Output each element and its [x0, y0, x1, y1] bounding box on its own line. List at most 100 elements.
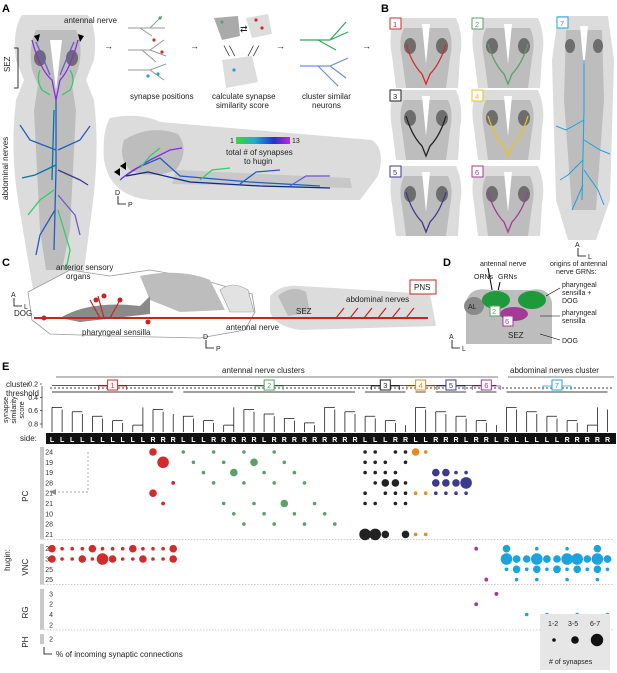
- label-pns: PNS: [414, 283, 430, 292]
- dot-c7: [514, 577, 519, 582]
- dot-c5: [444, 491, 448, 496]
- label-antennal-nerve-d: antennal nerve: [480, 261, 526, 268]
- dot-c3: [373, 470, 378, 475]
- group-name: RG: [21, 606, 30, 618]
- label-origins-line1: origins of antennal: [550, 261, 608, 268]
- dot-c7-vnc: [524, 567, 529, 572]
- dot-c2: [242, 522, 246, 526]
- svg-text:A: A: [11, 292, 16, 299]
- group-bar: [40, 447, 44, 540]
- dot-c2: [211, 450, 216, 454]
- side-label: L: [514, 437, 519, 444]
- tile-4: 4: [471, 89, 544, 160]
- dot-c1-vnc: [131, 557, 135, 561]
- neurons-dorsal: [19, 39, 91, 271]
- tile-5: 5: [389, 165, 462, 236]
- side-label: L: [80, 437, 85, 444]
- arrow-to-b: →: [362, 41, 371, 51]
- side-label: R: [241, 437, 246, 444]
- tile-6: 6: [471, 165, 544, 236]
- side-label: R: [302, 437, 307, 444]
- dot-c2: [221, 460, 226, 465]
- axis-al-d: A L: [449, 334, 466, 353]
- side-label: R: [171, 437, 176, 444]
- dot-c7-vnc: [533, 565, 541, 574]
- group-bar: [40, 634, 44, 645]
- dot-c3: [359, 528, 371, 541]
- dot-c2: [262, 470, 266, 475]
- arrow-to-synapses: →: [104, 41, 113, 51]
- label-antennal-clusters: antennal nerve clusters: [222, 366, 305, 375]
- label-cluster-line2: neurons: [312, 101, 341, 110]
- dot-c3: [373, 460, 378, 465]
- striated-organ: [219, 284, 255, 313]
- group-name: PC: [21, 490, 30, 501]
- label-sez: SEZ: [3, 56, 12, 72]
- panel-d: D antennal nerve ORNs GRNs origins of an…: [443, 257, 608, 353]
- side-label: R: [575, 437, 580, 444]
- dot-c2: [272, 450, 277, 454]
- dot-c7-vnc: [585, 567, 590, 572]
- panel-c-letter: C: [2, 257, 10, 269]
- side-label: R: [312, 437, 317, 444]
- row-label: 3: [49, 591, 53, 598]
- tile-1-neuron: [405, 43, 447, 86]
- group-name: VNC: [21, 558, 30, 575]
- label-al: AL: [468, 304, 477, 311]
- dot-c3: [363, 501, 367, 506]
- dot-c5: [442, 468, 450, 477]
- label-calc-line2: similarity score: [216, 101, 269, 110]
- axis-a-dorsal: A L: [11, 292, 28, 311]
- scale-caption-line1: total # of synapses: [226, 148, 293, 157]
- row-label: 2: [49, 602, 53, 609]
- dot-c3: [403, 481, 408, 485]
- side-label: R: [393, 437, 398, 444]
- dot-c2: [242, 481, 246, 485]
- label-phar-2: sensilla: [562, 318, 585, 325]
- dot-c3: [373, 450, 378, 454]
- dot-c7-vnc: [565, 567, 569, 572]
- dot-c1-vnc: [141, 546, 145, 551]
- label-dog-d: DOG: [562, 338, 578, 345]
- dot-c3: [383, 470, 388, 475]
- synapse-color-scale: [236, 137, 290, 144]
- dot-c6: [494, 592, 499, 596]
- group-box: [480, 379, 492, 391]
- dot-c7-vnc: [605, 567, 610, 572]
- dot-c2: [250, 458, 258, 467]
- dot-c2: [191, 460, 196, 465]
- dot-c2: [211, 481, 216, 485]
- svg-text:⇄: ⇄: [240, 24, 248, 34]
- row-label: 25: [45, 567, 53, 574]
- side-label: R: [251, 437, 256, 444]
- dot-c2: [280, 499, 289, 508]
- dot-c7-vnc: [512, 565, 521, 574]
- dot-c3: [393, 450, 398, 454]
- side-label: L: [383, 437, 388, 444]
- footer-arrow: [43, 647, 52, 655]
- dot-c7-vnc: [603, 555, 612, 563]
- side-label: L: [545, 437, 550, 444]
- dot-c4: [413, 532, 418, 537]
- dot-c3: [403, 460, 408, 465]
- dot-c2: [221, 501, 226, 506]
- label-side: side:: [20, 434, 37, 443]
- row-label: 21: [45, 532, 53, 539]
- label-hugin: hugin:: [3, 549, 12, 571]
- sensilla-dot-4: [145, 319, 151, 325]
- legend-title: # of synapses: [549, 659, 593, 666]
- dot-c2: [252, 501, 256, 506]
- tile-7-label: 7: [560, 19, 564, 28]
- legend-size-1: 1-2: [548, 621, 558, 628]
- label-anterior-line2: organs: [66, 272, 90, 281]
- label-antennal-nerve-c: antennal nerve: [226, 323, 279, 332]
- side-label: L: [131, 437, 136, 444]
- dot-c7: [595, 577, 600, 582]
- tile-1: 1: [389, 17, 462, 88]
- dot-c1-vnc: [169, 555, 177, 563]
- side-label: L: [535, 437, 540, 444]
- dot-c7-vnc: [583, 555, 592, 563]
- dot-c1-vnc: [108, 555, 117, 563]
- dot-c1-vnc: [151, 546, 155, 551]
